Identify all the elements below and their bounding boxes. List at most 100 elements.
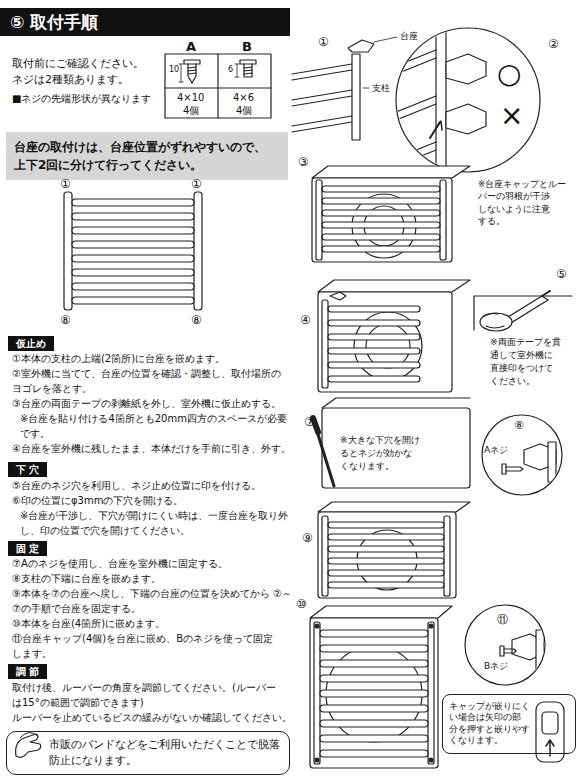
callout-number: ⑦ — [304, 414, 315, 431]
box-text: 下 穴 — [16, 463, 39, 476]
louver-slat — [322, 222, 440, 228]
part-label: 4×6 — [233, 91, 254, 106]
step1-figure — [374, 37, 397, 42]
callout-number: ⑩ — [296, 596, 307, 613]
callout-number: ⑪ — [497, 612, 508, 628]
screw-table — [165, 54, 271, 118]
step4-figure — [318, 292, 452, 392]
louver-slat — [328, 534, 444, 540]
section-band: 下 穴 — [8, 462, 47, 477]
louver-slat — [328, 582, 444, 588]
step10-figure — [429, 624, 433, 628]
screw-table — [179, 64, 183, 82]
cap-figure — [536, 702, 564, 762]
instruction-text: ※大きな下穴を開け るとネジが効かな くなります。 — [340, 434, 432, 473]
step3-figure — [440, 180, 446, 260]
screw-table — [240, 60, 256, 64]
step10-figure — [314, 622, 320, 764]
callout-number: ⑧ — [514, 418, 524, 434]
step3-figure — [312, 166, 470, 178]
part-label: 4×10 — [177, 91, 204, 106]
step2-inset — [396, 50, 436, 74]
step11-inset — [500, 646, 504, 656]
screw-table — [244, 67, 252, 74]
screw-table — [165, 54, 271, 118]
louver-slat — [72, 269, 194, 276]
louver-slat — [328, 320, 420, 326]
step2-inset — [396, 28, 540, 172]
part-label: Bネジ — [484, 660, 508, 673]
step1-figure — [352, 54, 360, 140]
part-label: 支柱 — [372, 82, 390, 95]
step1-figure — [292, 64, 352, 80]
step2-inset — [436, 121, 442, 130]
step1-figure — [292, 116, 352, 132]
step11-inset — [504, 649, 516, 653]
step7-figure — [316, 428, 334, 486]
instruction-text: ⑤台座のネジ穴を利用し、ネジ止め位置に印を付ける。 — [12, 479, 294, 494]
box-text: 台座の取付けは、台座位置がずれやすいので、 上下2回に分けて行ってください。 — [14, 138, 280, 174]
part-label: 4個 — [183, 104, 199, 119]
step4-figure — [330, 292, 346, 300]
screw-table — [188, 67, 196, 74]
step2-inset — [396, 142, 436, 166]
step11-inset — [536, 630, 544, 674]
step2-inset — [446, 104, 486, 134]
step5-inset — [474, 291, 572, 331]
instruction-text: ルーバーを止めているビスの緩みがないか確認してください。 — [12, 711, 294, 726]
step2-inset — [446, 54, 486, 84]
step4-figure — [318, 280, 470, 392]
hint-box: キャップが嵌りにく い場合は矢印の部 分を押すと嵌りやす くなります。 — [442, 694, 576, 754]
note-icon — [16, 732, 41, 757]
louver-frame — [64, 192, 202, 310]
louver-slat — [322, 210, 440, 216]
screw-table — [184, 60, 200, 64]
louver-slat — [328, 546, 444, 552]
instruction-text: ①本体の支柱の上端(2箇所)に台座を嵌めます。 — [12, 352, 294, 367]
callout-number: ① — [318, 34, 329, 51]
callout-number: ② — [548, 36, 559, 53]
step9-figure — [318, 502, 470, 598]
callout-number: ③ — [298, 154, 309, 171]
step8-inset — [502, 442, 556, 482]
callout-number: ○ — [497, 60, 521, 88]
louver-slat — [322, 246, 440, 252]
step4-figure — [318, 280, 470, 292]
step11-inset — [465, 605, 545, 685]
step11-inset — [465, 605, 545, 685]
callout-number: ① — [60, 176, 71, 193]
screw-table — [244, 64, 252, 77]
screw-table — [217, 54, 218, 118]
instruction-text: ⑥印の位置にφ3mmの下穴を開ける。 — [12, 494, 294, 509]
step2-inset — [436, 24, 446, 184]
step9-figure — [318, 502, 470, 512]
instruction-text: ②室外機に当てて、台座の位置を確認・調整し、取付場所の ヨゴレを落とす。 — [12, 367, 294, 396]
louver-slat — [320, 645, 428, 652]
section-band: 調 節 — [8, 664, 47, 679]
step1-figure — [292, 37, 397, 140]
louver-slat — [320, 690, 428, 697]
louver-slat — [320, 735, 428, 742]
step10-figure — [310, 606, 452, 768]
louver-slat — [320, 660, 428, 667]
louver-slat — [320, 630, 428, 637]
step10-figure — [315, 624, 319, 628]
step9-figure — [318, 512, 456, 598]
step2-inset — [396, 96, 436, 120]
step10-figure — [310, 618, 438, 768]
louver-slat — [322, 186, 440, 192]
screw-table — [165, 87, 271, 88]
part-label: Aネジ — [484, 444, 508, 457]
step3-figure — [316, 180, 322, 260]
instruction-text: ③台座の両面テープの剥離紙を外し、室外機に仮止めする。 — [12, 397, 294, 412]
section-band: 固 定 — [8, 541, 47, 556]
louver-slat — [72, 255, 194, 262]
louver-slat — [72, 283, 194, 290]
step8-inset — [506, 467, 523, 471]
louver-frame — [64, 192, 72, 310]
instruction-text: 取付け後、ルーバーの角度を調節してください。(ルーバー は15°の範囲で調節でき… — [12, 681, 294, 710]
louver-slat — [320, 720, 428, 727]
notice-box: 台座の取付けは、台座位置がずれやすいので、 上下2回に分けて行ってください。 — [6, 132, 288, 180]
instruction-text: ⑪台座キャップ(4個)を台座に嵌め、Bのネジを使って固定 します。 — [12, 632, 294, 661]
step10-figure — [428, 622, 434, 764]
